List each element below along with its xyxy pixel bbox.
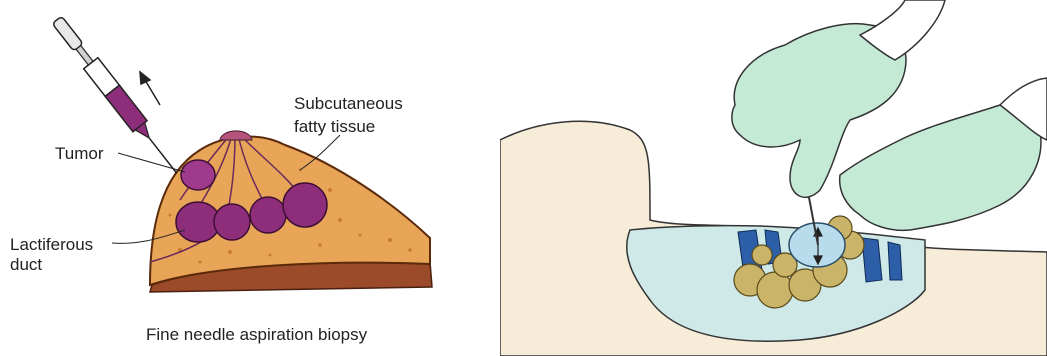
aspiration-arrow: [140, 72, 160, 105]
label-lactiferous: Lactiferous: [10, 236, 93, 254]
nipple: [220, 131, 252, 140]
gloved-hand-right: [840, 104, 1041, 231]
label-subcutaneous: Subcutaneous: [294, 95, 403, 113]
ultrasound-guided-biopsy-illustration: [500, 0, 1047, 356]
tumor: [181, 160, 215, 190]
caption: Fine needle aspiration biopsy: [146, 326, 367, 344]
label-tumor: Tumor: [55, 145, 104, 163]
label-duct: duct: [10, 256, 42, 274]
label-fatty-tissue: fatty tissue: [294, 118, 375, 136]
breast-fna-illustration: [0, 0, 500, 356]
